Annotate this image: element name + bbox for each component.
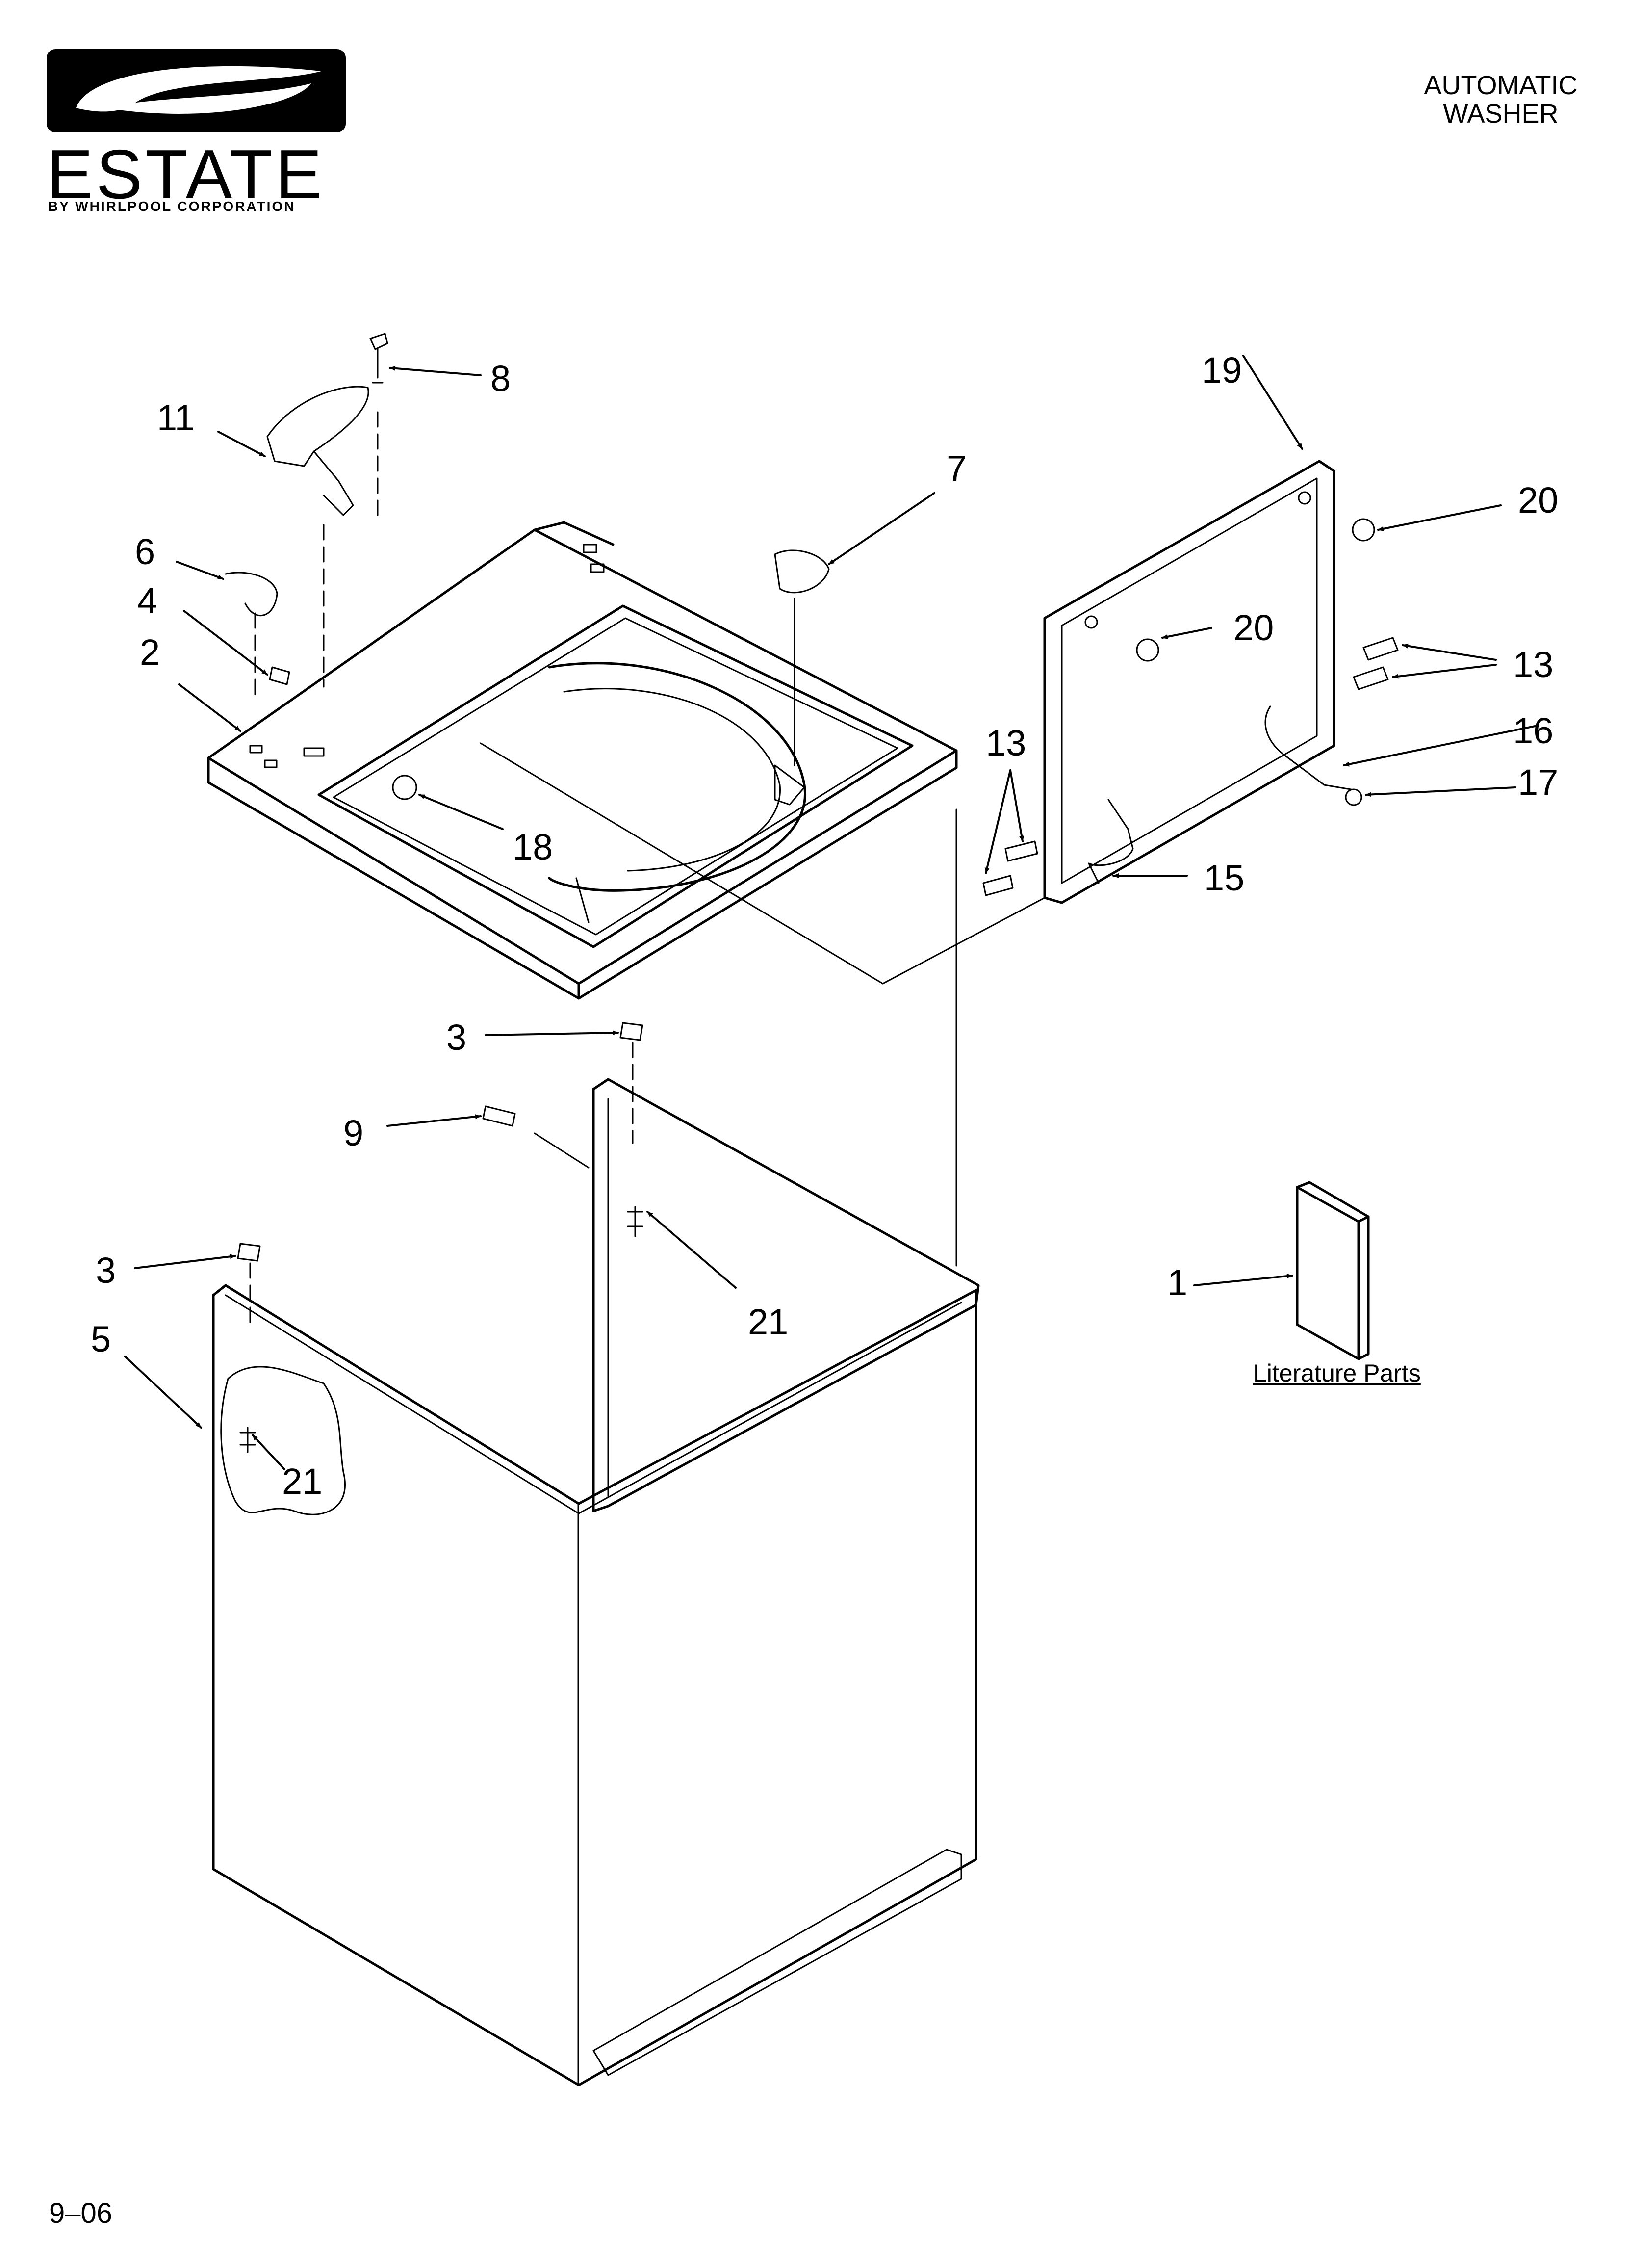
brand-name: ESTATE xyxy=(47,135,325,213)
page-code: 9–06 xyxy=(49,2197,113,2229)
callout-19: 19 xyxy=(1202,350,1242,391)
callout-16: 16 xyxy=(1513,710,1553,751)
literature-parts-label: Literature Parts xyxy=(1253,1359,1421,1387)
callout-3-lower: 3 xyxy=(96,1250,116,1291)
callout-8: 8 xyxy=(490,358,511,399)
callout-11: 11 xyxy=(157,397,195,438)
callout-21-upper: 21 xyxy=(748,1302,788,1342)
estate-logo: ESTATE BY WHIRLPOOL CORPORATION xyxy=(47,49,346,216)
callout-3-upper: 3 xyxy=(446,1017,466,1058)
callout-4: 4 xyxy=(137,580,157,621)
washer-top-panel xyxy=(207,521,958,1000)
callout-13-right: 13 xyxy=(1513,644,1553,685)
document-title-line1: AUTOMATIC xyxy=(1424,71,1578,100)
document-title-line2: WASHER xyxy=(1443,99,1559,129)
literature-book xyxy=(1296,1181,1370,1360)
callout-2: 2 xyxy=(140,632,160,673)
callout-1: 1 xyxy=(1167,1262,1187,1303)
callout-18: 18 xyxy=(513,827,553,867)
document-title: AUTOMATIC WASHER xyxy=(1373,71,1628,128)
callout-15: 15 xyxy=(1204,858,1244,898)
washer-cabinet xyxy=(212,742,1046,2086)
callout-9: 9 xyxy=(343,1113,363,1153)
callout-7: 7 xyxy=(947,448,967,489)
callout-6: 6 xyxy=(135,531,155,572)
callout-17: 17 xyxy=(1518,762,1558,803)
callout-20-upper: 20 xyxy=(1518,480,1558,521)
brand-subtitle: BY WHIRLPOOL CORPORATION xyxy=(48,199,296,214)
callout-arrows xyxy=(124,355,1536,1470)
lid-frame xyxy=(1043,460,1335,904)
callout-labels: 8 11 6 4 2 7 19 20 20 13 13 16 17 15 18 … xyxy=(91,350,1558,1502)
callout-13-left: 13 xyxy=(986,723,1026,763)
estate-swoosh-icon xyxy=(47,49,346,132)
hardware-parts xyxy=(225,333,1399,1453)
callout-20-lower: 20 xyxy=(1233,607,1274,648)
callout-5: 5 xyxy=(91,1319,111,1359)
callout-21-lower: 21 xyxy=(282,1461,322,1502)
